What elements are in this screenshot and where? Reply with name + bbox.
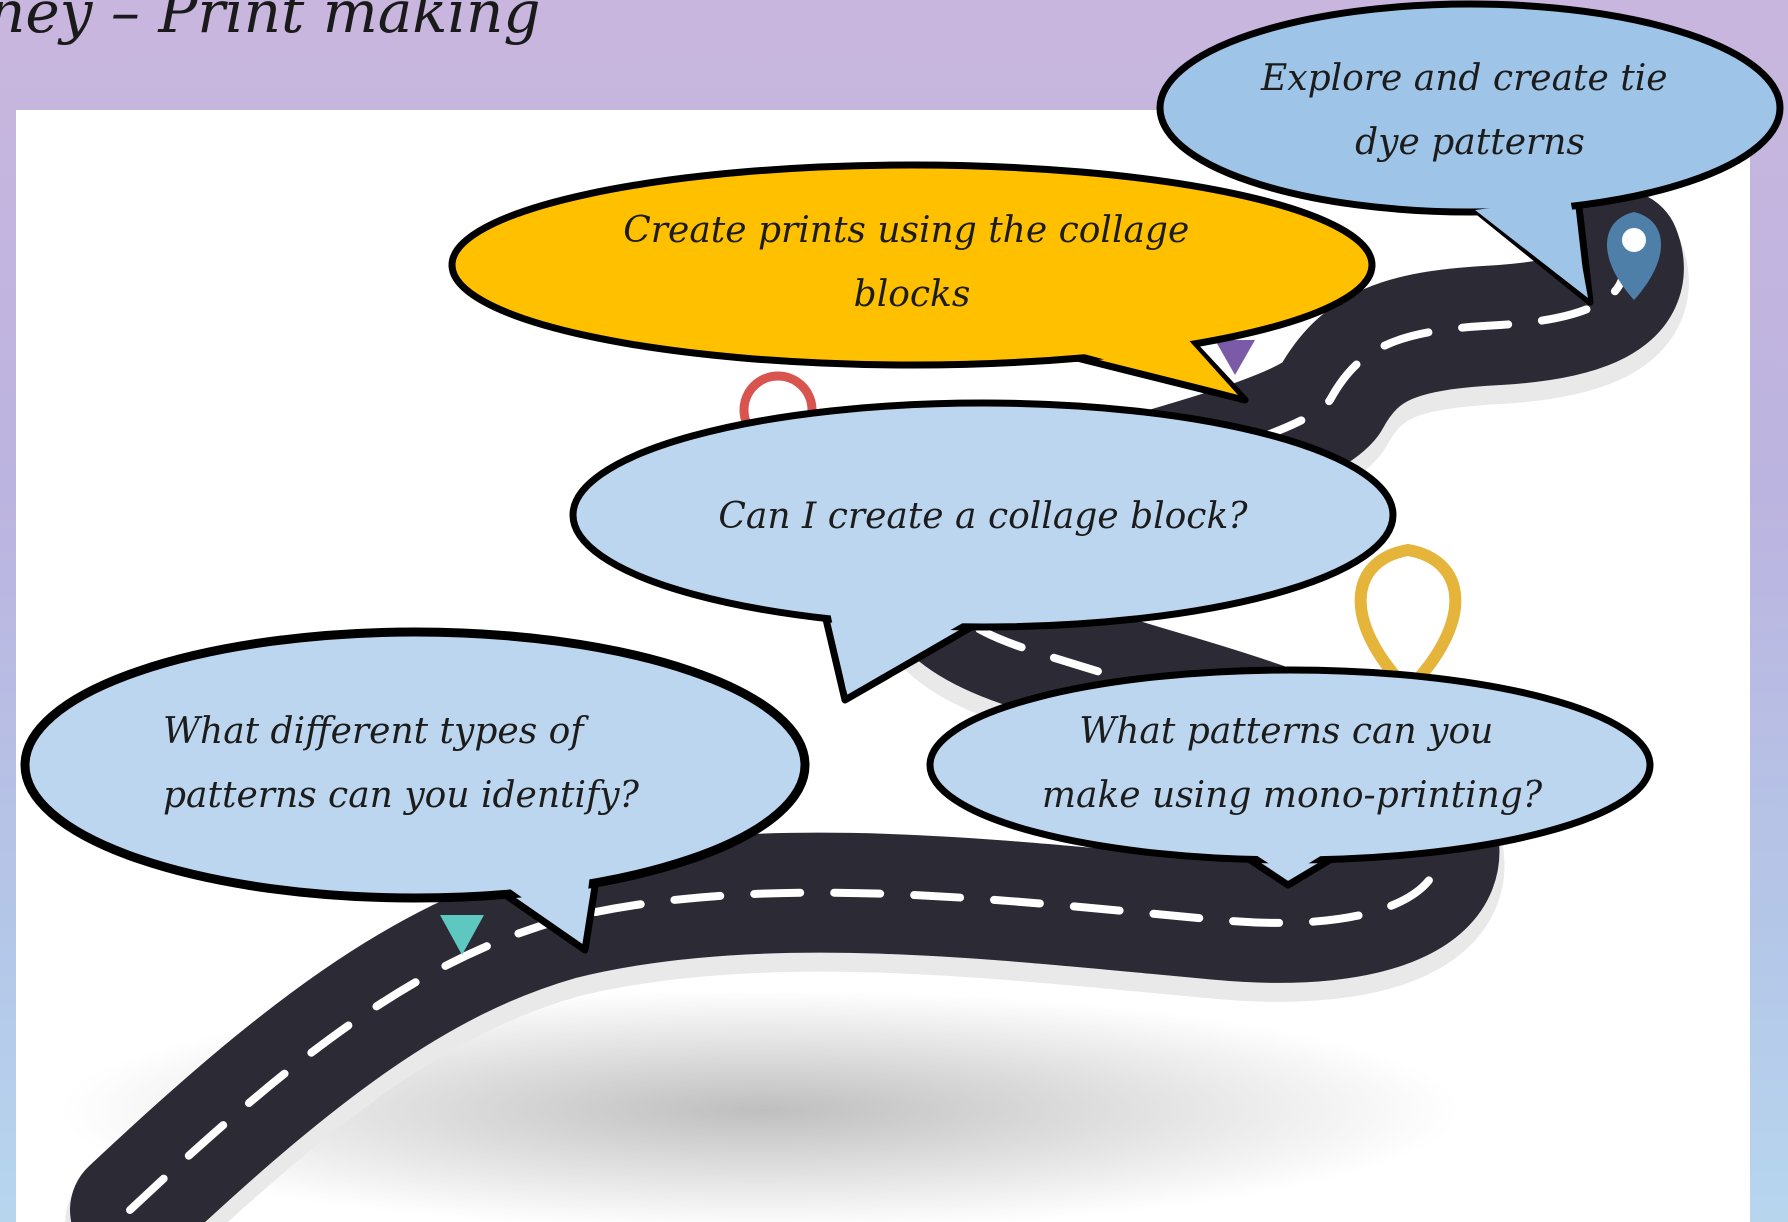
bubble-text-line: dye patterns bbox=[1355, 122, 1585, 163]
svg-text:What patterns can you ma: What patterns can you make using mono-pr… bbox=[1042, 711, 1543, 816]
map-pin-yellow-icon bbox=[1354, 543, 1462, 699]
page-title: ney – Print making bbox=[0, 0, 541, 46]
svg-text:Create prints using the collag: Create prints using the collage blocks bbox=[623, 210, 1200, 315]
bubble-text-line: Create prints using the collage bbox=[623, 210, 1189, 251]
bubble-text-line: What different types of bbox=[163, 711, 589, 752]
svg-text:What different types of: What different types of patterns can you… bbox=[163, 711, 640, 816]
bubble-text-line: Can I create a collage block? bbox=[718, 496, 1248, 537]
map-pin-purple-icon bbox=[1215, 340, 1255, 375]
bubble-shape bbox=[569, 399, 1397, 631]
bubble-text-line: make using mono-printing? bbox=[1042, 775, 1543, 816]
bubble-shape bbox=[926, 666, 1654, 864]
bubble-shape bbox=[20, 627, 810, 903]
bubble-text-line: Explore and create tie bbox=[1260, 58, 1668, 99]
speech-bubble-collage-block: Can I create a collage block? bbox=[569, 399, 1397, 704]
bubble-shape bbox=[448, 161, 1376, 369]
map-pin-teal-icon bbox=[440, 915, 484, 955]
map-pin-blue-icon bbox=[1606, 212, 1662, 300]
bubble-shape bbox=[1156, 0, 1784, 216]
road-centre-line bbox=[126, 246, 1628, 1214]
bubble-text-line: blocks bbox=[854, 274, 971, 315]
speech-bubble-tie-dye: Explore and create tie dye patterns bbox=[1156, 0, 1784, 306]
bubble-text-line: What patterns can you bbox=[1079, 711, 1493, 752]
speech-bubble-collage-prints: Create prints using the collage blocks bbox=[448, 161, 1376, 404]
speech-bubble-mono-printing: What patterns can you make using mono-pr… bbox=[926, 666, 1654, 889]
svg-text:Explore and create tie d: Explore and create tie dye patterns bbox=[1260, 58, 1679, 163]
svg-text:Can I create a collage block?: Can I create a collage block? bbox=[718, 496, 1248, 537]
bubble-text-line: patterns can you identify? bbox=[163, 775, 640, 816]
speech-bubble-pattern-types: What different types of patterns can you… bbox=[20, 627, 810, 954]
